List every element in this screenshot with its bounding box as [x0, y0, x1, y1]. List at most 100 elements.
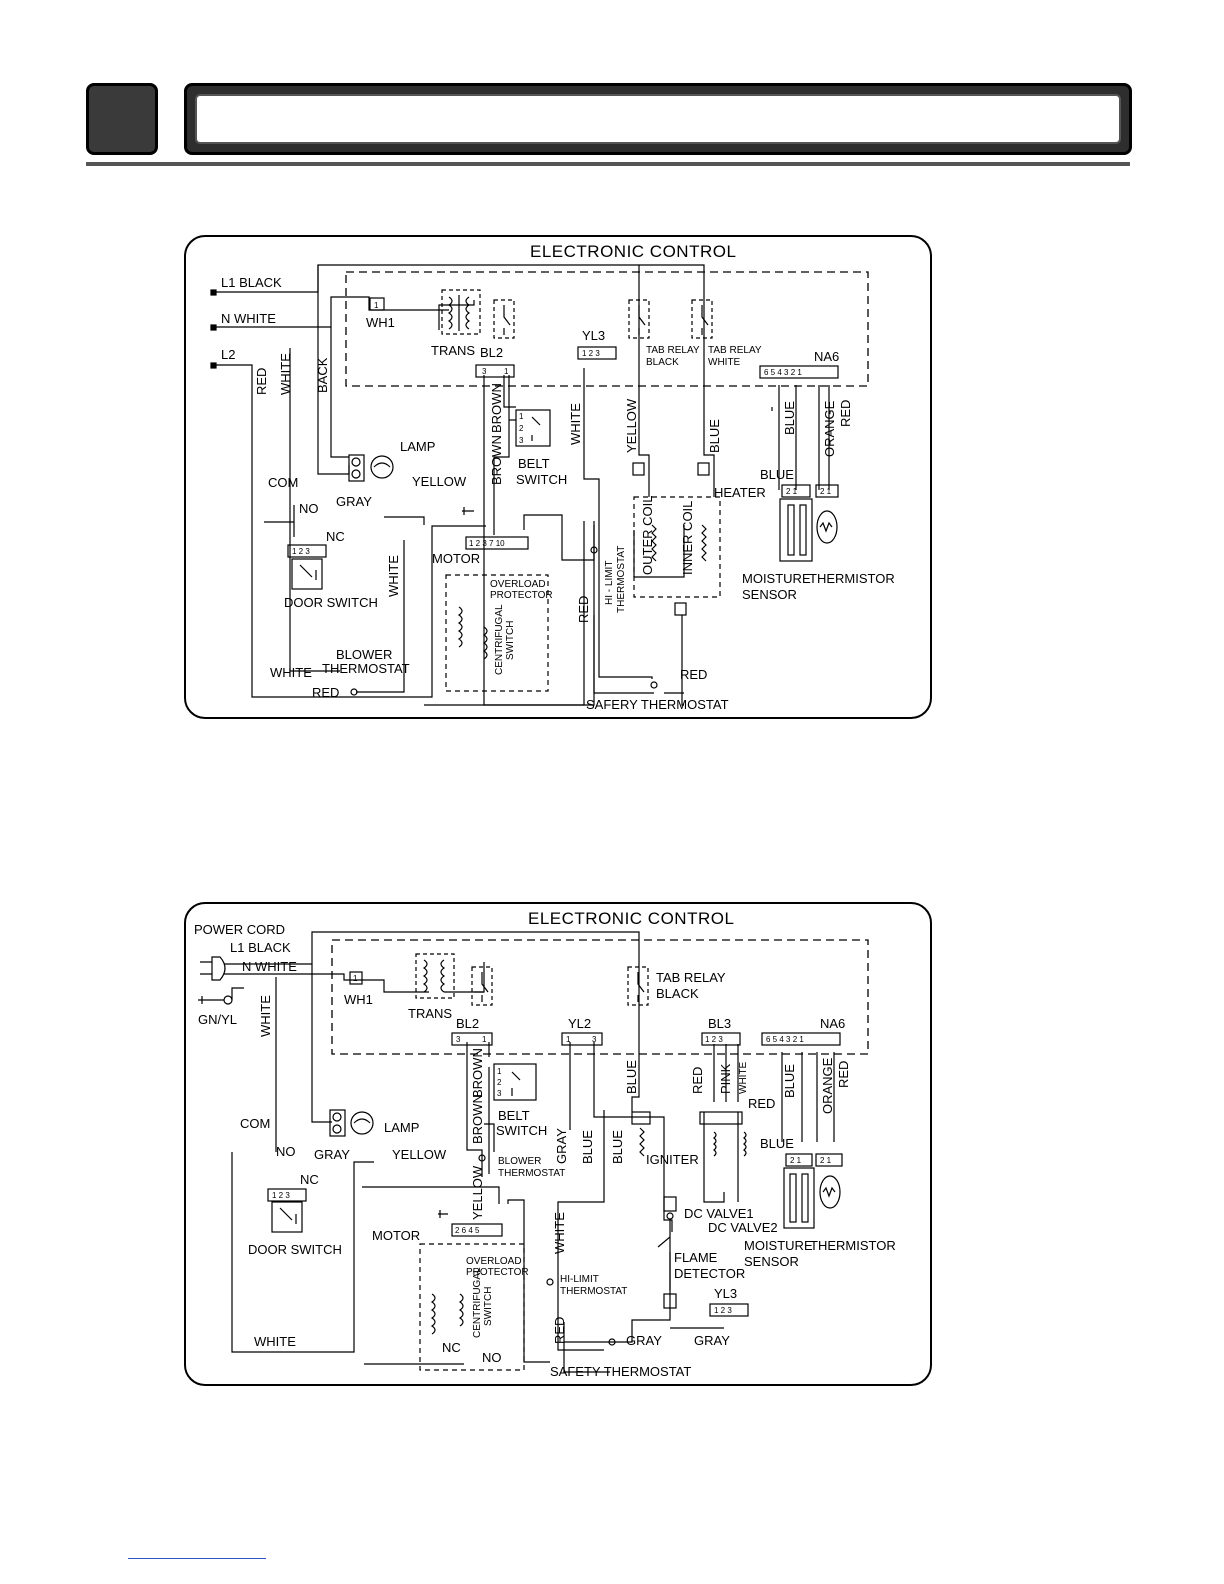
yellow-wire-label-h: YELLOW [392, 1147, 447, 1162]
overload-label-2: PROTECTOR [490, 590, 553, 601]
nc-label: NC [300, 1172, 319, 1187]
belt-label-1: BELT [498, 1108, 530, 1123]
back-wire-label: BACK [315, 357, 330, 393]
tab-white-label-2: WHITE [708, 357, 741, 368]
svg-text:3: 3 [482, 367, 487, 376]
moisture-sensor: 2 1 [779, 484, 813, 562]
door-switch-label: DOOR SWITCH [284, 595, 378, 610]
na6-label: NA6 [820, 1016, 845, 1031]
blue-wire-connector [697, 462, 710, 476]
na6-blue-label: BLUE [782, 401, 797, 435]
power-plug-icon [198, 956, 233, 1005]
centrifugal-label-2: SWITCH [505, 621, 516, 660]
gray-wire-label-v: GRAY [554, 1128, 569, 1164]
na6-red-label: RED [838, 400, 853, 427]
flame-detector [657, 1196, 677, 1309]
yellow-wire-label: YELLOW [624, 398, 639, 453]
white-wire-label: WHITE [258, 995, 273, 1037]
motor-ground-icon [438, 1210, 448, 1218]
na6-blue-label: BLUE [782, 1064, 797, 1098]
com-label: COM [268, 475, 298, 490]
relay-tab-black [627, 966, 649, 1006]
svg-text:1 2 3: 1 2 3 [705, 1035, 723, 1044]
bl2-label: BL2 [456, 1016, 479, 1031]
safety-thermostat-icon [650, 681, 658, 689]
na6-orange-label: ORANGE [820, 1057, 835, 1114]
na6-red-label: RED [836, 1061, 851, 1088]
yellow-wire-connector [632, 462, 645, 476]
red-wire-label-safety: RED [552, 1317, 567, 1344]
heater [633, 496, 721, 616]
moisture-label-1: MOISTURE [742, 571, 811, 586]
motor-coil-1 [457, 606, 463, 648]
trans-label: TRANS [408, 1006, 452, 1021]
safety-thermostat-label: SAFETY THERMOSTAT [550, 1364, 691, 1379]
gray-wire-label: GRAY [336, 494, 372, 509]
svg-text:6 5 4 3 2 1: 6 5 4 3 2 1 [766, 1035, 804, 1044]
control-board-outline [331, 939, 869, 1055]
door-switch: 1 2 3 [287, 544, 327, 590]
bl2-connector [451, 1032, 493, 1046]
white-wire-label-bottom: WHITE [254, 1334, 296, 1349]
safety-thermostat-icon [608, 1338, 616, 1346]
svg-text:1: 1 [519, 412, 524, 421]
footer-link-underline [128, 1558, 266, 1559]
blower-label-1: BLOWER [336, 647, 392, 662]
diagram-frame [184, 235, 932, 719]
thermistor-label: THERMISTOR [809, 571, 895, 586]
gray-wire-label-safety: GRAY [626, 1333, 662, 1348]
yl3-connector [577, 346, 617, 360]
svg-text:3: 3 [456, 1035, 461, 1044]
motor-coil-2 [458, 1293, 464, 1327]
transformer [441, 289, 481, 335]
white-wire-label-3: WHITE [386, 555, 401, 597]
bl3-red-label-2: RED [748, 1096, 775, 1111]
svg-text:1 2 3: 1 2 3 [582, 349, 600, 358]
door-switch-label: DOOR SWITCH [248, 1242, 342, 1257]
thermistor: 2 1 [815, 1153, 843, 1209]
svg-text:2 1: 2 1 [820, 487, 832, 496]
tab-black-label-2: BLACK [646, 357, 679, 368]
svg-text:1 2 3: 1 2 3 [272, 1191, 290, 1200]
trans-label: TRANS [431, 343, 475, 358]
hi-limit-thermostat-icon [590, 546, 598, 554]
safety-thermostat-label: SAFERY THERMOSTAT [586, 697, 729, 712]
header-divider [86, 162, 1130, 166]
wiring [216, 264, 830, 706]
thermistor: 2 1 [815, 484, 839, 544]
dc-valves [699, 1111, 747, 1157]
overload-label-2: PROTECTOR [466, 1267, 529, 1278]
motor-nc-label: NC [442, 1340, 461, 1355]
section-title-field [195, 94, 1121, 144]
wh1-connector [349, 971, 363, 985]
svg-text:1: 1 [504, 367, 509, 376]
svg-text:1: 1 [497, 1067, 502, 1076]
red-wire-label-mid: RED [576, 596, 591, 623]
blower-label-1: BLOWER [498, 1156, 541, 1167]
moisture-label-2: SENSOR [742, 587, 797, 602]
wh1-label: WH1 [344, 992, 373, 1007]
dc-valve1-label: DC VALVE1 [684, 1206, 754, 1221]
motor-connector [465, 536, 529, 550]
na6-orange-label: ORANGE [822, 400, 837, 457]
belt-label-2: SWITCH [496, 1123, 547, 1138]
svg-text:1 2 3: 1 2 3 [292, 547, 310, 556]
motor-no-label: NO [482, 1350, 502, 1365]
na6-connector [761, 1032, 841, 1046]
overload-label-1: OVERLOAD [490, 579, 546, 590]
belt-switch: 1 2 3 [515, 409, 551, 447]
yl3-gray-label: GRAY [694, 1333, 730, 1348]
blue-wire-label-1: BLUE [580, 1130, 595, 1164]
red-wire-label-bottom: RED [312, 685, 339, 700]
svg-text:1 2 3 7 10: 1 2 3 7 10 [469, 539, 505, 548]
bl2-connector [475, 364, 515, 378]
svg-text:3: 3 [519, 436, 524, 445]
blower-label-2: THERMOSTAT [322, 661, 410, 676]
wiring-diagram-gas: ELECTRONIC CONTROL POWER CORD L1 BLACK N… [184, 902, 932, 1386]
motor-coil-2 [482, 626, 488, 660]
thermistor-label: THERMISTOR [810, 1238, 896, 1253]
red-wire-label-safety: RED [680, 667, 707, 682]
igniter [631, 1111, 651, 1157]
relay-tab-white [691, 299, 713, 339]
yl2-connector [561, 1032, 603, 1046]
